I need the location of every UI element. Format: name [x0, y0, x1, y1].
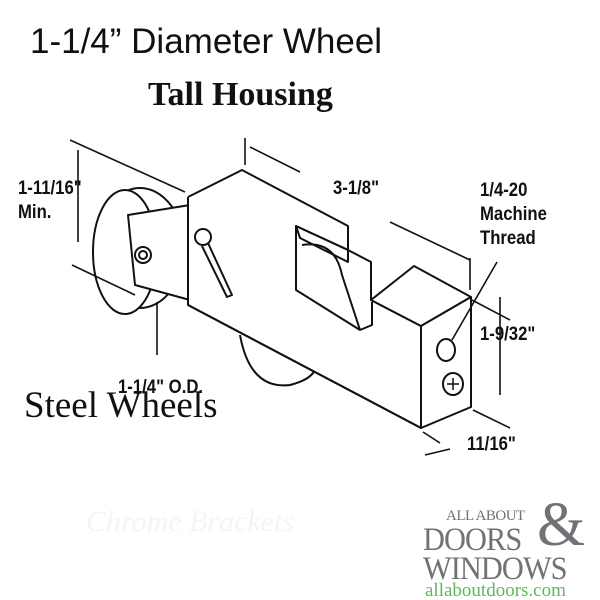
subtitle: Tall Housing — [148, 76, 333, 113]
wheel-od-label: 1-1/4" O.D. — [118, 377, 204, 398]
logo-line1: ALL ABOUT — [446, 508, 525, 524]
screw-slot — [447, 378, 459, 390]
caption: Steel Wheels — [24, 385, 218, 426]
axle-rivet — [134, 246, 152, 264]
length-label: 3-1/8" — [333, 178, 380, 199]
dimension-lines — [69, 138, 511, 456]
width-label: 11/16" — [467, 434, 516, 455]
inner-wheel — [301, 243, 361, 331]
logo-line3: WINDOWS — [423, 551, 568, 587]
axle-rivet-inner — [138, 250, 148, 260]
height-min-label: 1-11/16" — [18, 178, 82, 199]
housing-top — [187, 169, 349, 250]
watermark: Chrome Brackets — [86, 505, 295, 538]
thread-label-line2: Machine — [480, 204, 547, 225]
screw-head — [442, 372, 464, 396]
housing-side — [187, 197, 422, 429]
wheel-bottom — [239, 334, 316, 387]
wheel-bracket — [127, 204, 191, 301]
title: 1-1/4” Diameter Wheel — [30, 22, 383, 61]
channel-opening — [295, 225, 349, 263]
end-height-label: 1-9/32" — [480, 324, 536, 345]
thread-hole — [436, 338, 456, 362]
thread-label-line3: Thread — [480, 228, 536, 249]
height-min-suffix: Min. — [18, 202, 52, 223]
logo-url: allaboutdoors.com — [425, 580, 566, 600]
logo-ampersand: & — [537, 491, 586, 559]
logo-line2: DOORS — [423, 522, 522, 558]
housing-bottom-edge — [187, 304, 422, 429]
adjust-slot — [201, 242, 233, 298]
thread-label-line1: 1/4-20 — [480, 180, 528, 201]
adjust-hole — [194, 228, 212, 246]
